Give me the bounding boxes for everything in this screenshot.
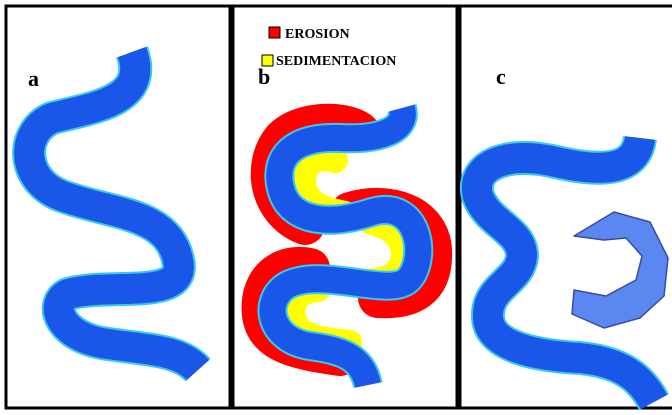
oxbow-lake: [571, 211, 669, 329]
legend-erosion-swatch: [268, 26, 281, 39]
legend-erosion-label: EROSION: [285, 27, 350, 42]
panel-a: a: [12, 46, 211, 383]
panel-a-label: a: [28, 66, 39, 91]
panel-a-frame: [4, 4, 232, 410]
panel-b: b EROSION SEDIMENTACION: [241, 26, 453, 390]
panel-c-label: c: [496, 64, 506, 89]
river-a: [14, 46, 210, 381]
panel-frames: [4, 4, 672, 410]
panel-b-frame: [231, 4, 459, 410]
river-b: [259, 104, 432, 389]
panel-b-label: b: [258, 64, 270, 89]
panel-c: c: [459, 64, 669, 411]
river-c: [461, 134, 668, 410]
panel-c-frame: [458, 4, 672, 410]
legend-sedimentation-label: SEDIMENTACION: [276, 54, 396, 69]
legend: EROSION SEDIMENTACION: [261, 26, 396, 69]
legend-sedimentation-swatch: [261, 54, 274, 67]
